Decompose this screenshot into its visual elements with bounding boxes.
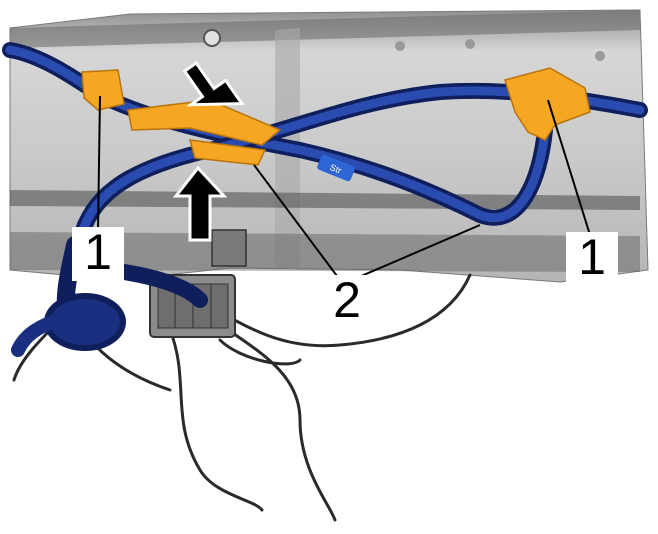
direction-arrows <box>172 60 245 242</box>
callout-leader-lines <box>97 95 591 281</box>
harness-tag: Str <box>317 154 355 182</box>
harness-clips <box>81 67 591 166</box>
arrow-down-left-icon <box>182 60 245 107</box>
callout-label-1-left: 1 <box>72 227 124 281</box>
clip-left <box>81 69 125 111</box>
callout-label-1-right: 1 <box>566 232 618 286</box>
harness-tag-text: Str <box>328 162 342 176</box>
clip-center-lower <box>188 139 267 166</box>
callout-label-2: 2 <box>326 275 368 329</box>
arrow-up-icon <box>172 165 228 242</box>
